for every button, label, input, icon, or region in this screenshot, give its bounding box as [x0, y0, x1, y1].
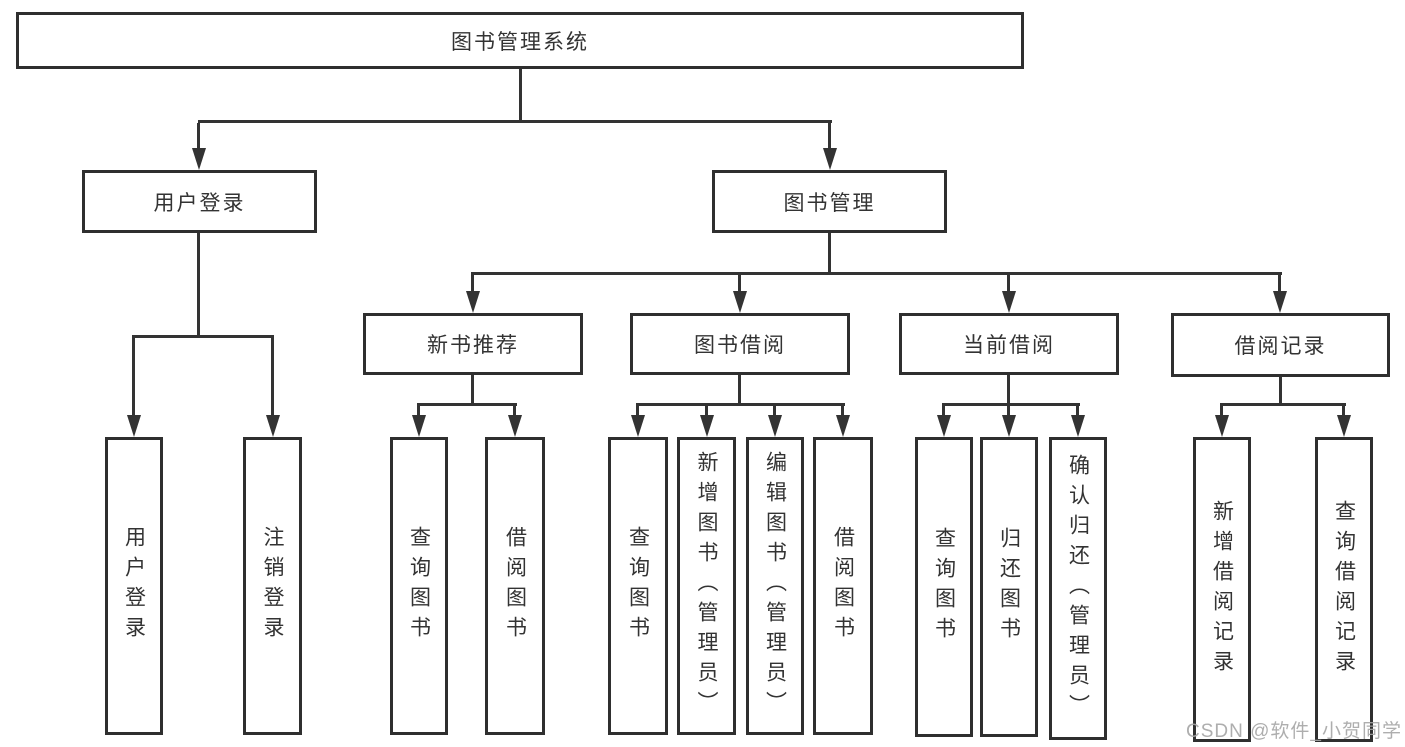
- arrowhead-icon: [192, 148, 206, 170]
- leaf-add-book-admin: 新增图书（管理员）: [677, 437, 736, 735]
- connector-line: [1278, 275, 1281, 293]
- arrowhead-icon: [1337, 415, 1351, 437]
- connector-line: [1342, 406, 1345, 417]
- connector-line: [471, 375, 474, 406]
- connector-line: [942, 403, 1080, 406]
- node-label: 用户登录: [153, 191, 246, 215]
- node-library-system: 图书管理系统: [16, 12, 1024, 69]
- connector-line: [198, 120, 832, 123]
- node-label: 用户登录: [122, 526, 146, 646]
- leaf-query-books-borrowing: 查询图书: [608, 437, 668, 735]
- node-label: 注销登录: [261, 526, 285, 646]
- arrowhead-icon: [1002, 415, 1016, 437]
- leaf-add-borrow-record: 新增借阅记录: [1193, 437, 1251, 742]
- node-label: 新增借阅记录: [1210, 499, 1234, 680]
- node-book-borrowing: 图书借阅: [630, 313, 850, 375]
- node-label: 查询图书: [626, 526, 650, 646]
- leaf-user-login: 用户登录: [105, 437, 163, 735]
- arrowhead-icon: [1002, 291, 1016, 313]
- arrowhead-icon: [412, 415, 426, 437]
- connector-line: [1007, 375, 1010, 406]
- node-book-management: 图书管理: [712, 170, 947, 233]
- arrowhead-icon: [1273, 291, 1287, 313]
- arrowhead-icon: [700, 415, 714, 437]
- connector-line: [417, 403, 517, 406]
- leaf-query-books-current: 查询图书: [915, 437, 973, 737]
- connector-line: [1007, 275, 1010, 293]
- node-label: 新书推荐: [427, 334, 519, 357]
- arrowhead-icon: [466, 291, 480, 313]
- leaf-borrow-books-recommend: 借阅图书: [485, 437, 545, 735]
- node-label: 编辑图书（管理员）: [763, 451, 787, 721]
- connector-line: [828, 123, 831, 150]
- connector-line: [132, 335, 274, 338]
- connector-line: [705, 406, 708, 417]
- connector-line: [519, 69, 522, 123]
- connector-line: [197, 233, 200, 338]
- node-current-borrowing: 当前借阅: [899, 313, 1119, 375]
- node-label: 图书管理: [783, 191, 876, 215]
- connector-line: [471, 275, 474, 293]
- leaf-query-books-recommend: 查询图书: [390, 437, 448, 735]
- node-label: 借阅记录: [1234, 335, 1327, 358]
- connector-line: [942, 406, 945, 417]
- connector-line: [636, 406, 639, 417]
- connector-line: [1279, 377, 1282, 406]
- connector-line: [738, 275, 741, 293]
- node-label: 归还图书: [997, 527, 1021, 647]
- node-new-book-recommend: 新书推荐: [363, 313, 583, 375]
- arrowhead-icon: [1215, 415, 1229, 437]
- arrowhead-icon: [127, 415, 141, 437]
- connector-line: [513, 406, 516, 417]
- arrowhead-icon: [266, 415, 280, 437]
- leaf-borrow-books-borrowing: 借阅图书: [813, 437, 873, 735]
- node-label: 图书管理系统: [451, 30, 589, 54]
- node-borrowing-records: 借阅记录: [1171, 313, 1390, 377]
- connector-line: [1076, 406, 1079, 417]
- connector-line: [773, 406, 776, 417]
- node-label: 查询借阅记录: [1332, 499, 1356, 680]
- connector-line: [738, 375, 741, 406]
- arrowhead-icon: [631, 415, 645, 437]
- connector-line: [1220, 406, 1223, 417]
- arrowhead-icon: [508, 415, 522, 437]
- arrowhead-icon: [823, 148, 837, 170]
- arrowhead-icon: [836, 415, 850, 437]
- arrowhead-icon: [1071, 415, 1085, 437]
- connector-line: [1220, 403, 1346, 406]
- node-user-login: 用户登录: [82, 170, 317, 233]
- csdn-watermark: CSDN @软件_小贺同学: [1186, 721, 1402, 742]
- leaf-logout: 注销登录: [243, 437, 302, 735]
- node-label: 当前借阅: [963, 334, 1055, 357]
- leaf-edit-book-admin: 编辑图书（管理员）: [746, 437, 804, 735]
- connector-line: [417, 406, 420, 417]
- connector-line: [197, 123, 200, 150]
- arrowhead-icon: [937, 415, 951, 437]
- arrowhead-icon: [733, 291, 747, 313]
- leaf-confirm-return-admin: 确认归还（管理员）: [1049, 437, 1107, 740]
- node-label: 确认归还（管理员）: [1066, 453, 1090, 724]
- node-label: 借阅图书: [503, 526, 527, 646]
- node-label: 查询图书: [932, 527, 956, 647]
- node-label: 新增图书（管理员）: [695, 451, 719, 721]
- connector-line: [636, 403, 845, 406]
- node-label: 借阅图书: [831, 526, 855, 646]
- node-label: 查询图书: [407, 526, 431, 646]
- node-label: 图书借阅: [694, 334, 786, 357]
- connector-line: [471, 272, 1282, 275]
- leaf-return-books: 归还图书: [980, 437, 1038, 737]
- connector-line: [132, 338, 135, 417]
- arrowhead-icon: [768, 415, 782, 437]
- leaf-query-borrow-record: 查询借阅记录: [1315, 437, 1373, 742]
- connector-line: [841, 406, 844, 417]
- connector-line: [271, 338, 274, 417]
- connector-line: [1007, 406, 1010, 417]
- connector-line: [828, 233, 831, 275]
